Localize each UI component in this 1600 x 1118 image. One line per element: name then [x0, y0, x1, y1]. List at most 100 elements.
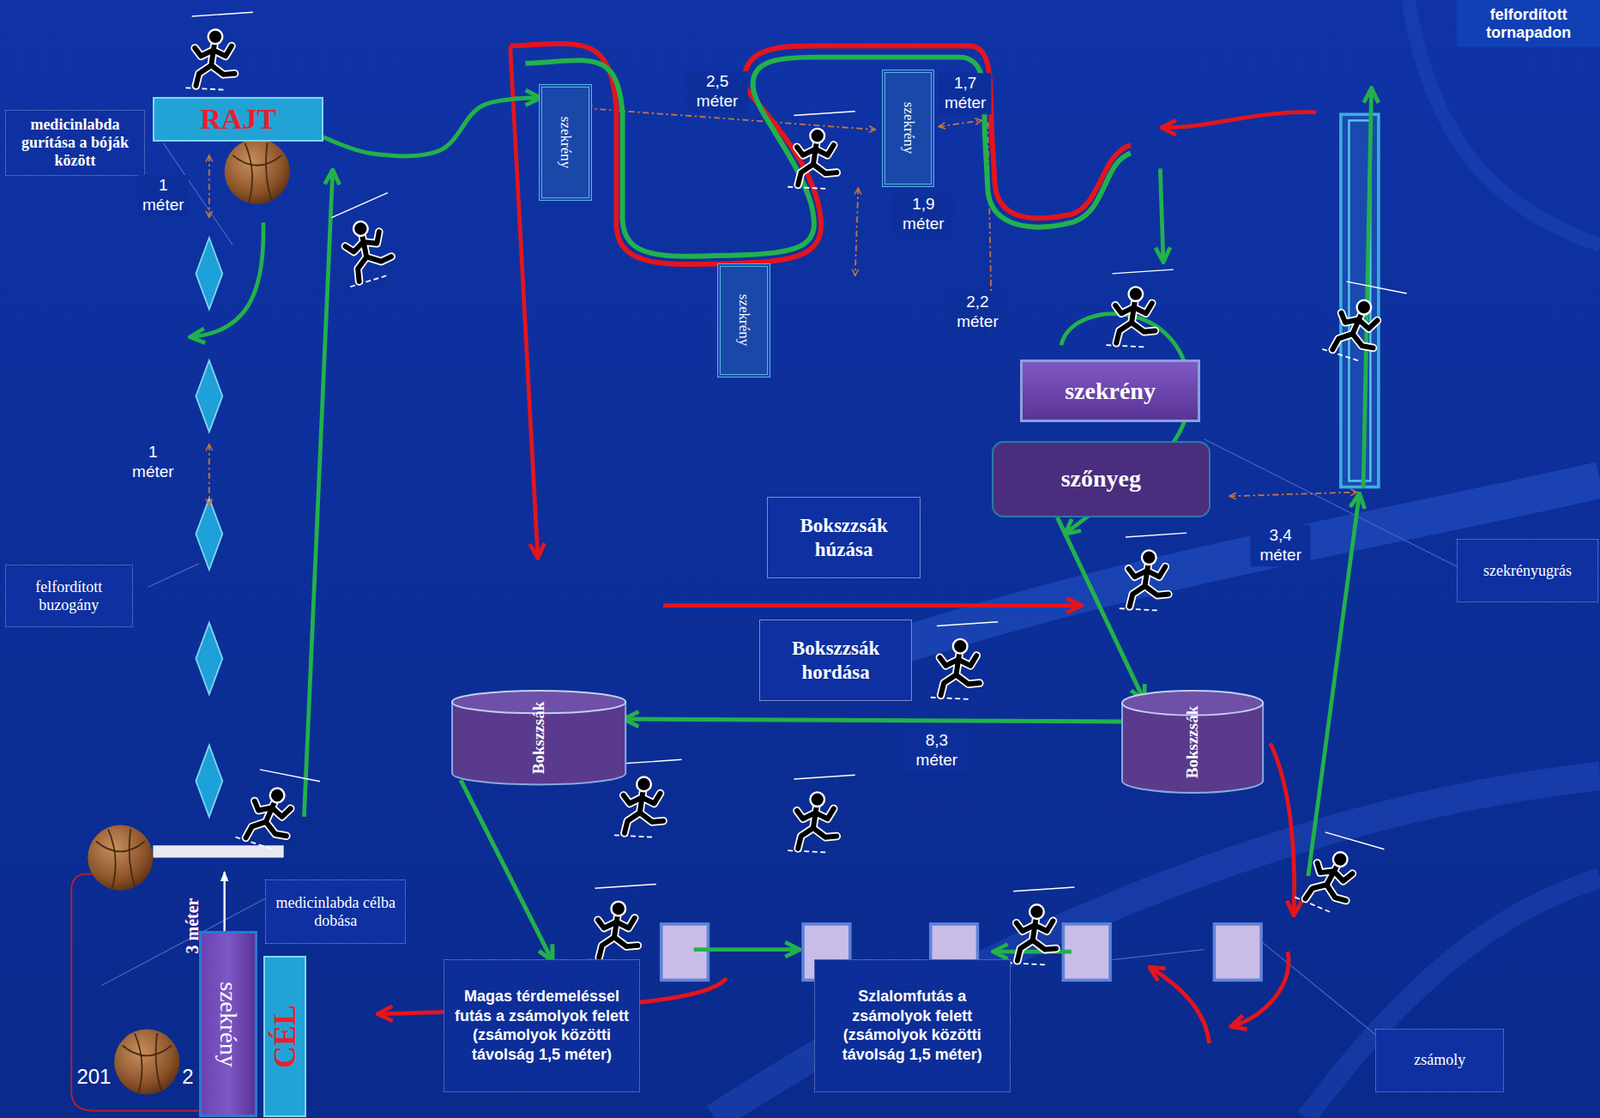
route-green — [694, 947, 798, 952]
node-text: szőnyeg — [998, 464, 1204, 493]
node-text: Bokszzsák húzása — [772, 513, 914, 562]
node-text: medicinlabda célba dobása — [271, 893, 400, 930]
runner-figure — [930, 621, 999, 700]
node-text: RAJT — [154, 102, 322, 136]
punching-bag: Bokszzsák — [1122, 690, 1263, 793]
vault-box: szekrény — [881, 69, 936, 188]
bag-top — [452, 690, 626, 713]
leader-line — [147, 563, 199, 587]
runner-figure — [588, 884, 657, 962]
dimension-label: 1 méter — [138, 175, 189, 218]
punching-bag: Bokszzsák — [452, 690, 626, 785]
route-red — [510, 46, 538, 557]
station-label: Bokszzsák hordása — [759, 619, 912, 701]
swoosh — [877, 479, 1600, 653]
station-label: Szlalomfutás a zsámolyok felett (zsámoly… — [814, 959, 1010, 1093]
route-red — [1232, 951, 1289, 1027]
dimension-label: 3 méter — [181, 897, 202, 954]
node-text: szekrény — [735, 294, 753, 346]
leader-line — [1204, 439, 1458, 568]
dimension-arrow — [938, 120, 982, 127]
stool — [1213, 923, 1262, 980]
runner-figure — [614, 759, 683, 837]
note-box: medicinlabda célba dobása — [265, 879, 406, 944]
note-box: felfordított buzogány — [5, 564, 133, 628]
route-red — [1163, 112, 1317, 128]
club-diamond — [195, 237, 223, 309]
start-bar: RAJT — [152, 96, 324, 142]
leader-line — [102, 898, 266, 985]
runner-figure — [185, 12, 254, 90]
dimension-label: 2,2 méter — [947, 291, 1009, 333]
title-panel: felfordított tornapadon — [1456, 0, 1600, 48]
route-green — [525, 57, 1131, 257]
route-arrow — [625, 718, 1123, 722]
throw-line — [152, 845, 284, 858]
runner-figure — [324, 193, 415, 290]
dimension-arrow — [585, 108, 876, 130]
node-text: szekrény — [214, 981, 242, 1068]
medicine-ball — [87, 824, 153, 890]
runner-figure — [787, 111, 856, 189]
bag-body — [1122, 702, 1263, 793]
route-arrow — [323, 97, 539, 157]
node-text: CÉL — [266, 1004, 303, 1069]
dimension-arrow — [1229, 492, 1358, 497]
node-text: szekrény — [556, 116, 574, 169]
date-text: 201 — [76, 1064, 111, 1089]
node-text: szekrény — [1027, 377, 1192, 405]
dimension-label: 8,3 méter — [904, 730, 969, 773]
note-box: zsámoly — [1375, 1028, 1504, 1093]
route-green — [1363, 90, 1372, 489]
station-label: Bokszzsák húzása — [766, 496, 920, 579]
route-green — [1159, 168, 1164, 260]
dimension-label: 1,7 méter — [939, 73, 992, 115]
club-diamond — [195, 745, 223, 817]
medicine-ball — [224, 138, 290, 205]
route-arrow — [1056, 517, 1143, 700]
dimension-arrow — [208, 444, 211, 506]
dimension-label: 2,5 méter — [687, 71, 749, 113]
ball-seam — [232, 143, 282, 203]
stool — [930, 923, 979, 980]
leader-line — [1111, 949, 1204, 960]
vault-box: szekrény — [538, 84, 592, 202]
swoosh — [1305, 877, 1600, 1118]
distance-arrow — [223, 871, 225, 931]
club-diamond — [195, 360, 223, 432]
route-red — [663, 603, 1080, 608]
node-text: felfordított tornapadon — [1461, 6, 1595, 42]
node-text: Bokszzsák — [1183, 705, 1202, 778]
node-text: zsámoly — [1381, 1050, 1498, 1069]
runner-figure — [1322, 276, 1407, 369]
dimension-label: 3,4 méter — [1249, 525, 1311, 568]
route-green — [995, 949, 1072, 954]
bag-outline — [452, 690, 626, 785]
leader-line — [163, 143, 233, 246]
swoosh — [1407, 0, 1600, 246]
runner-figure — [1119, 532, 1188, 610]
stool — [803, 923, 851, 980]
route-green — [1308, 495, 1359, 876]
node-text: felfordított buzogány — [11, 578, 127, 614]
vault-box: szekrény — [717, 263, 771, 378]
ball-seam — [122, 1032, 172, 1093]
bag-outline — [1122, 690, 1263, 793]
node-text: Bokszzsák — [529, 701, 549, 774]
stool — [661, 923, 709, 980]
runner-figure — [235, 763, 320, 857]
route-red — [510, 43, 1131, 265]
dimension-arrow — [855, 187, 859, 276]
runner-figure — [1294, 826, 1385, 923]
medicine-ball — [114, 1028, 180, 1094]
runner-figure — [1105, 269, 1174, 347]
finish-bar: CÉL — [263, 955, 307, 1117]
route-red — [1151, 967, 1210, 1044]
date-text: 2 — [181, 1064, 194, 1089]
note-box: szekrényugrás — [1456, 538, 1598, 603]
note-box: medicinlabda gurítása a bóják között — [5, 109, 145, 176]
